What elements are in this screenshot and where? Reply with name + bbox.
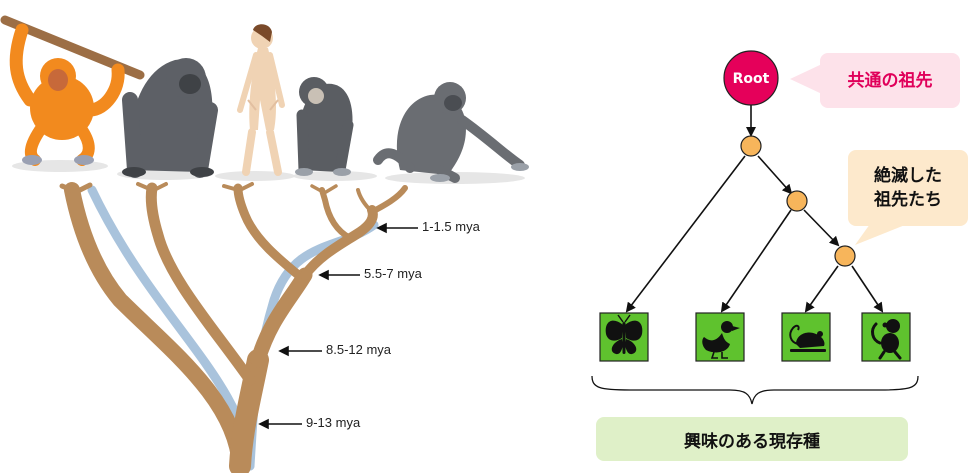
callout-extinct-ancestors: 絶滅した 祖先たち — [848, 150, 968, 226]
ancestor-node-1 — [741, 136, 761, 156]
root-node: Root — [724, 51, 778, 105]
ancestor-node-3 — [835, 246, 855, 266]
leaf-nodes — [600, 313, 910, 361]
ancestor-node-2 — [787, 191, 807, 211]
phylo-edges — [627, 101, 882, 311]
callout-common-ancestor: 共通の祖先 — [820, 53, 960, 108]
callout-tail-common — [790, 64, 822, 94]
callout-extinct-ancestors-text: 絶滅した 祖先たち — [874, 164, 942, 212]
living-species-brace — [592, 376, 918, 404]
root-label: Root — [733, 71, 770, 87]
ancestor-nodes — [741, 136, 855, 266]
living-species-label: 興味のある現存種 — [596, 417, 908, 461]
